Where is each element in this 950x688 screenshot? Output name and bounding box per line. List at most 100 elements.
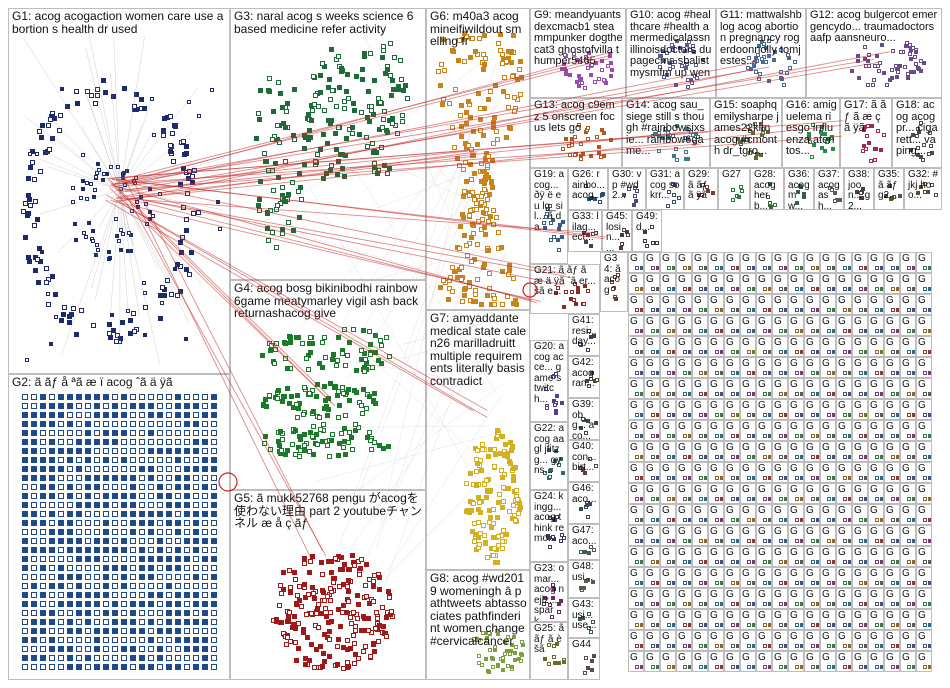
vertex [112, 565, 118, 571]
minor-group-cell: G [900, 609, 916, 630]
vertex [599, 68, 604, 73]
vertex [482, 231, 488, 237]
vertex [667, 329, 671, 333]
vertex [928, 518, 931, 522]
vertex [58, 628, 64, 634]
vertex [76, 583, 82, 589]
vertex [651, 434, 655, 438]
minor-group-label: G [902, 358, 910, 369]
vertex [202, 610, 208, 616]
vertex [211, 430, 217, 436]
vertex [671, 47, 676, 52]
vertex [120, 319, 126, 325]
vertex [699, 392, 703, 396]
vertex [907, 560, 911, 564]
vertex [875, 497, 879, 501]
vertex [498, 244, 504, 250]
vertex [827, 581, 831, 585]
minor-group-cell: G [740, 504, 756, 525]
vertex [288, 584, 294, 590]
group-label: G46: aco... [572, 483, 597, 505]
vertex [591, 654, 596, 659]
vertex [328, 438, 334, 444]
vertex [85, 538, 91, 544]
vertex [923, 287, 927, 291]
vertex [49, 619, 55, 625]
group-label: G39: obg... aco... [572, 399, 597, 440]
vertex [747, 434, 751, 438]
minor-group-label: G [710, 631, 718, 642]
vertex [578, 585, 583, 590]
minor-group-label: G [694, 631, 702, 642]
vertex [843, 350, 847, 354]
minor-group-label: G [646, 274, 654, 285]
vertex [175, 583, 181, 589]
vertex [642, 238, 647, 243]
group-nodes [231, 9, 425, 279]
minor-group-cell: G [772, 315, 788, 336]
minor-group-label: G [694, 337, 702, 348]
minor-group-cell: G [756, 441, 772, 462]
vertex [130, 311, 136, 317]
vertex [40, 493, 46, 499]
vertex [907, 266, 911, 270]
minor-group-cell: G [788, 273, 804, 294]
minor-group-cell: G [740, 294, 756, 315]
vertex [811, 476, 815, 480]
vertex [121, 502, 127, 508]
minor-group-cell: G [676, 504, 692, 525]
vertex [306, 137, 312, 143]
vertex [302, 556, 308, 562]
minor-group-cell: G [788, 588, 804, 609]
vertex [907, 581, 911, 585]
vertex [859, 308, 863, 312]
vertex [779, 623, 783, 627]
vertex [40, 556, 46, 562]
vertex [462, 233, 468, 239]
vertex [513, 302, 519, 308]
vertex [510, 642, 515, 647]
minor-group-cell: G [724, 504, 740, 525]
vertex [22, 466, 28, 472]
vertex [699, 350, 703, 354]
vertex [121, 556, 127, 562]
vertex [177, 288, 183, 294]
vertex [120, 176, 125, 181]
minor-group-cell: G [708, 483, 724, 504]
vertex [911, 132, 916, 137]
vertex [94, 511, 100, 517]
vertex [193, 538, 199, 544]
group-nodes [603, 211, 631, 251]
vertex [763, 560, 767, 564]
vertex [112, 439, 118, 445]
minor-group-cell: G [756, 273, 772, 294]
vertex [364, 593, 370, 599]
vertex [667, 455, 671, 459]
minor-group-label: G [710, 274, 718, 285]
minor-group-cell: G [772, 546, 788, 567]
vertex [22, 430, 28, 436]
vertex [263, 403, 269, 409]
vertex [49, 421, 55, 427]
vertex [923, 455, 927, 459]
vertex [504, 94, 510, 100]
minor-group-label: G [854, 610, 862, 621]
vertex [22, 574, 28, 580]
minor-group-label: G [758, 610, 766, 621]
minor-group-label: G [822, 652, 830, 663]
minor-group-cell: G [804, 630, 820, 651]
vertex [683, 287, 687, 291]
vertex [157, 637, 163, 643]
vertex [843, 287, 847, 291]
vertex [477, 531, 483, 537]
vertex [896, 266, 899, 270]
vertex [130, 583, 136, 589]
vertex [451, 145, 457, 151]
minor-group-cell: G [820, 588, 836, 609]
vertex [280, 586, 286, 592]
vertex [193, 412, 199, 418]
minor-group-label: G [630, 526, 638, 537]
vertex [843, 539, 847, 543]
vertex [166, 430, 172, 436]
vertex [211, 502, 217, 508]
